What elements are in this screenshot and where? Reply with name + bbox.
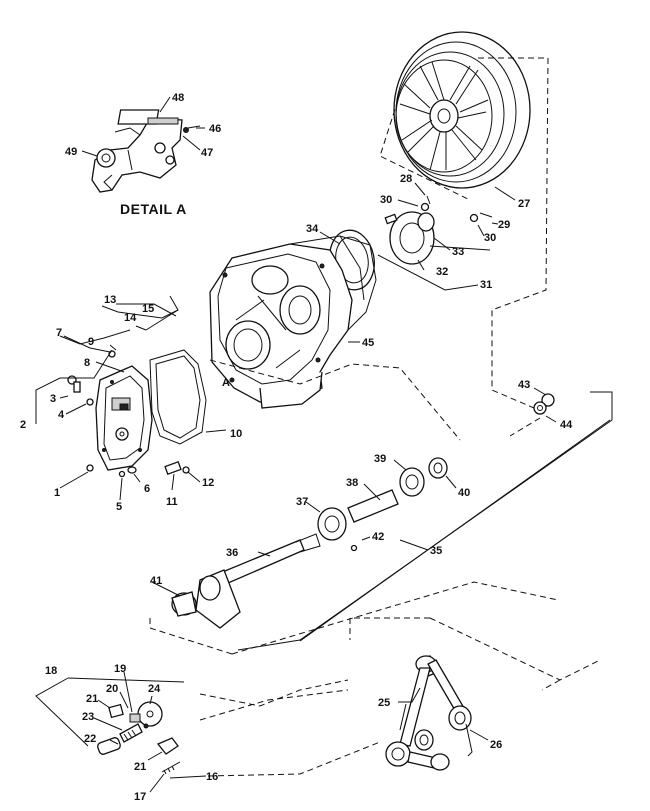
callout-40: 40 [458,487,470,499]
callout-14: 14 [124,312,137,324]
callout-38: 38 [346,477,358,489]
callout-5: 5 [116,501,122,513]
callout-16: 16 [206,771,218,783]
callout-25: 25 [378,697,390,709]
callout-10: 10 [230,428,242,440]
detail-a-assembly [91,109,201,193]
callout-19: 19 [114,663,126,675]
callout-36: 36 [226,547,238,559]
callout-26: 26 [490,739,502,751]
callout-23: 23 [82,711,94,723]
callout-39: 39 [374,453,386,465]
callout-37: 37 [296,496,308,508]
nut-washer [533,387,557,423]
callout-3: 3 [50,393,56,405]
cap-leaders [377,182,499,291]
callout-2: 2 [20,419,26,431]
assembly-dashed-lines [149,57,613,777]
callout-45: 45 [362,337,374,349]
callout-21-top: 21 [86,693,98,705]
cover-leaders [35,295,227,501]
callout-4: 4 [58,409,65,421]
callout-47: 47 [201,147,213,159]
detail-a-leaders [81,96,205,157]
callout-13: 13 [104,294,116,306]
pulley [393,31,531,189]
callout-17: 17 [134,791,146,803]
callout-32: 32 [436,266,448,278]
callout-28: 28 [400,173,412,185]
callout-34: 34 [306,223,319,235]
callout-6: 6 [144,483,150,495]
callout-20: 20 [106,683,118,695]
callout-48: 48 [172,92,184,104]
callout-49: 49 [65,146,77,158]
callout-7: 7 [56,327,62,339]
callout-15: 15 [142,303,154,315]
callout-43: 43 [518,379,530,391]
valve-leaders [35,671,207,793]
shaft-leaders [151,459,457,597]
callout-30-right: 30 [484,232,496,244]
detail-a-title: DETAIL A [120,201,187,217]
callout-18: 18 [45,665,57,677]
callout-1: 1 [54,487,60,499]
detail-a-marker: A [222,377,230,389]
callout-9: 9 [88,336,94,348]
shaft-assembly [171,457,448,629]
callout-30-left: 30 [380,194,392,206]
callout-22: 22 [84,733,96,745]
callout-46: 46 [209,123,221,135]
callout-8: 8 [84,357,90,369]
callout-31: 31 [480,279,492,291]
callout-12: 12 [202,477,214,489]
callout-11: 11 [166,496,178,508]
callout-42: 42 [372,531,384,543]
callout-41: 41 [150,575,162,587]
connecting-links [385,655,473,771]
callout-27: 27 [518,198,530,210]
link-leaders [398,687,489,741]
bearing-cap-assembly [384,195,493,265]
cover-gasket [149,349,207,445]
callout-44: 44 [560,419,573,431]
callout-35: 35 [430,545,442,557]
callout-29: 29 [498,219,510,231]
callout-24: 24 [148,683,161,695]
callout-21-bottom: 21 [134,761,146,773]
end-cover [95,365,153,471]
callout-33: 33 [452,246,464,258]
